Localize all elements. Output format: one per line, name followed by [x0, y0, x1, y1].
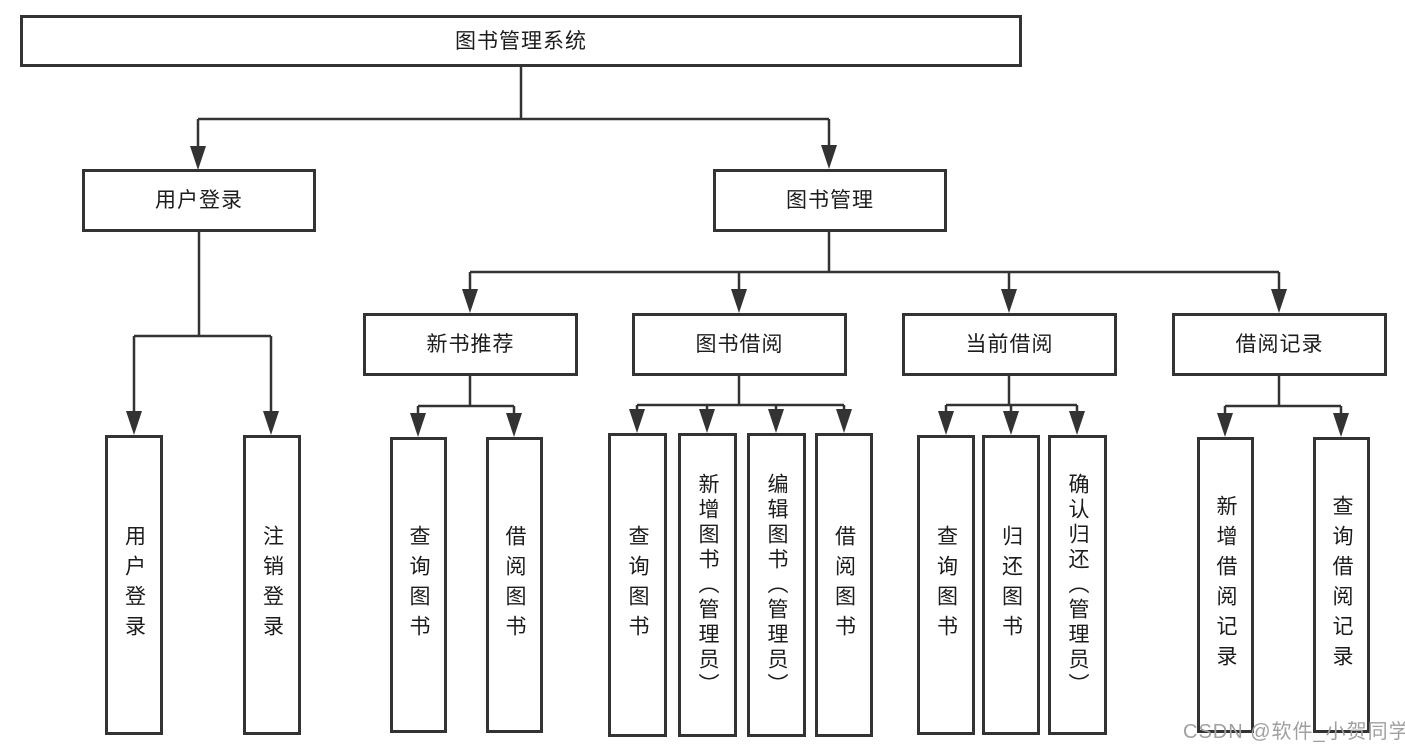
leaf-current-query-books: 查询图书 [917, 435, 975, 735]
leaf-borrowing-query-books: 查询图书 [608, 433, 667, 737]
node-book-borrowing: 图书借阅 [632, 313, 847, 376]
leaf-logout: 注销登录 [243, 435, 301, 735]
leaf-current-return-books: 归还图书 [982, 435, 1040, 735]
leaf-borrowing-borrow-books: 借阅图书 [815, 433, 873, 737]
leaf-borrowing-add-books-admin: 新增图书（管理员） [678, 433, 737, 737]
leaf-records-query-borrow-record: 查询借阅记录 [1313, 437, 1370, 733]
node-new-book-recommend: 新书推荐 [363, 313, 578, 376]
node-current-borrowing: 当前借阅 [902, 313, 1117, 376]
node-user-login: 用户登录 [82, 169, 316, 232]
leaf-current-confirm-return-admin: 确认归还（管理员） [1048, 435, 1107, 735]
node-borrow-records: 借阅记录 [1172, 313, 1387, 376]
leaf-user-login: 用户登录 [105, 435, 163, 735]
leaf-recommend-query-books: 查询图书 [390, 437, 447, 733]
csdn-watermark: CSDN @软件_小贺同学 [1183, 721, 1405, 743]
leaf-recommend-borrow-books: 借阅图书 [486, 437, 543, 733]
leaf-borrowing-edit-books-admin: 编辑图书（管理员） [747, 433, 806, 737]
leaf-records-add-borrow-record: 新增借阅记录 [1197, 437, 1254, 733]
node-root-system: 图书管理系统 [20, 15, 1022, 67]
node-book-management: 图书管理 [713, 169, 947, 232]
arrowhead-icons [126, 145, 1349, 437]
